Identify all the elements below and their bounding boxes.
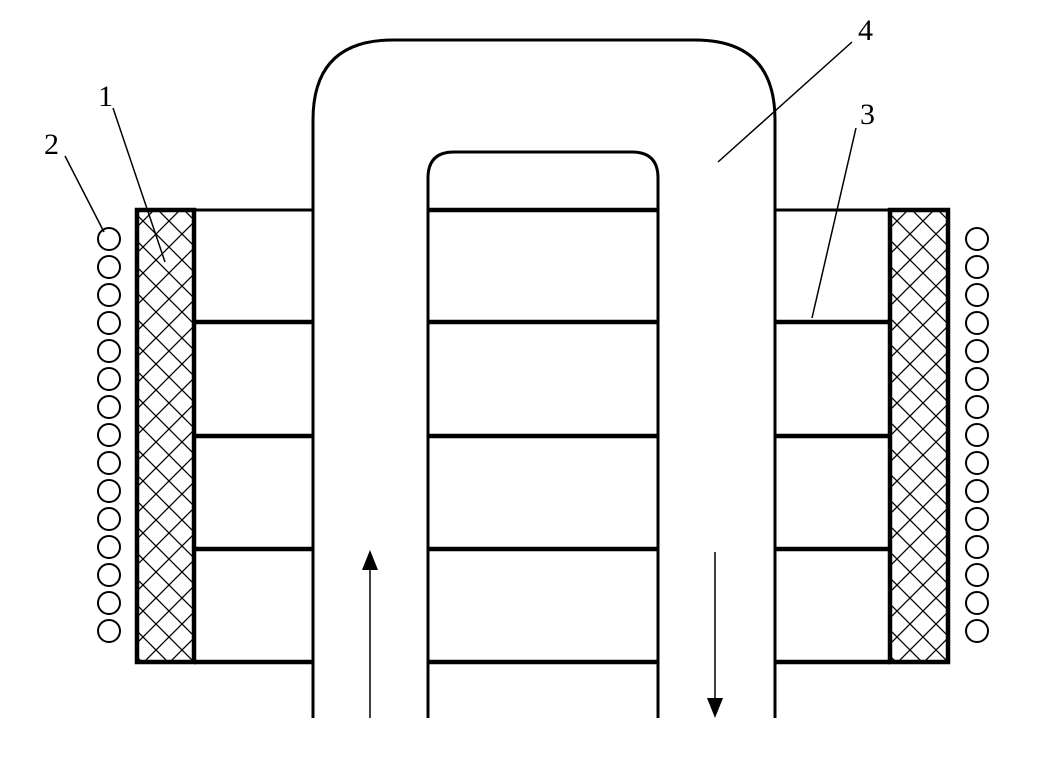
coil-turn <box>965 423 989 447</box>
coil-turn <box>965 507 989 531</box>
coil-turn <box>965 255 989 279</box>
label-insulation: 1 <box>98 80 113 113</box>
leader-line-2 <box>64 155 105 233</box>
coil-turn <box>97 311 121 335</box>
coil-turn <box>97 563 121 587</box>
coil-turn <box>97 619 121 643</box>
right-coil <box>965 227 989 643</box>
coil-turn <box>97 535 121 559</box>
coil-turn <box>965 451 989 475</box>
inlet-arrow <box>362 550 378 718</box>
u-tube-outer <box>311 38 777 718</box>
left-insulation-block <box>134 207 197 665</box>
plates-right <box>775 208 890 665</box>
coil-turn <box>97 367 121 391</box>
coil-turn <box>965 339 989 363</box>
label-coil: 2 <box>44 128 59 161</box>
left-coil <box>97 227 121 643</box>
leader-line-1 <box>112 107 166 263</box>
coil-turn <box>97 283 121 307</box>
coil-turn <box>97 227 121 251</box>
coil-turn <box>965 479 989 503</box>
coil-turn <box>965 535 989 559</box>
label-tube: 4 <box>858 14 873 47</box>
u-tube-inner <box>426 150 660 718</box>
outlet-arrow <box>707 552 723 718</box>
coil-turn <box>97 507 121 531</box>
coil-turn <box>965 395 989 419</box>
label-plate: 3 <box>860 98 875 131</box>
coil-turn <box>97 479 121 503</box>
plates-left <box>194 208 313 665</box>
coil-turn <box>97 395 121 419</box>
coil-turn <box>965 619 989 643</box>
coil-turn <box>965 283 989 307</box>
coil-turn <box>97 339 121 363</box>
coil-turn <box>965 311 989 335</box>
coil-turn <box>965 227 989 251</box>
coil-turn <box>97 451 121 475</box>
right-insulation-block <box>887 207 951 665</box>
coil-turn <box>965 367 989 391</box>
coil-turn <box>97 255 121 279</box>
leader-line-3 <box>811 127 857 319</box>
leader-line-4 <box>717 41 853 163</box>
coil-turn <box>965 591 989 615</box>
coil-turn <box>97 591 121 615</box>
plates-middle <box>428 207 658 665</box>
coil-turn <box>97 423 121 447</box>
coil-turn <box>965 563 989 587</box>
